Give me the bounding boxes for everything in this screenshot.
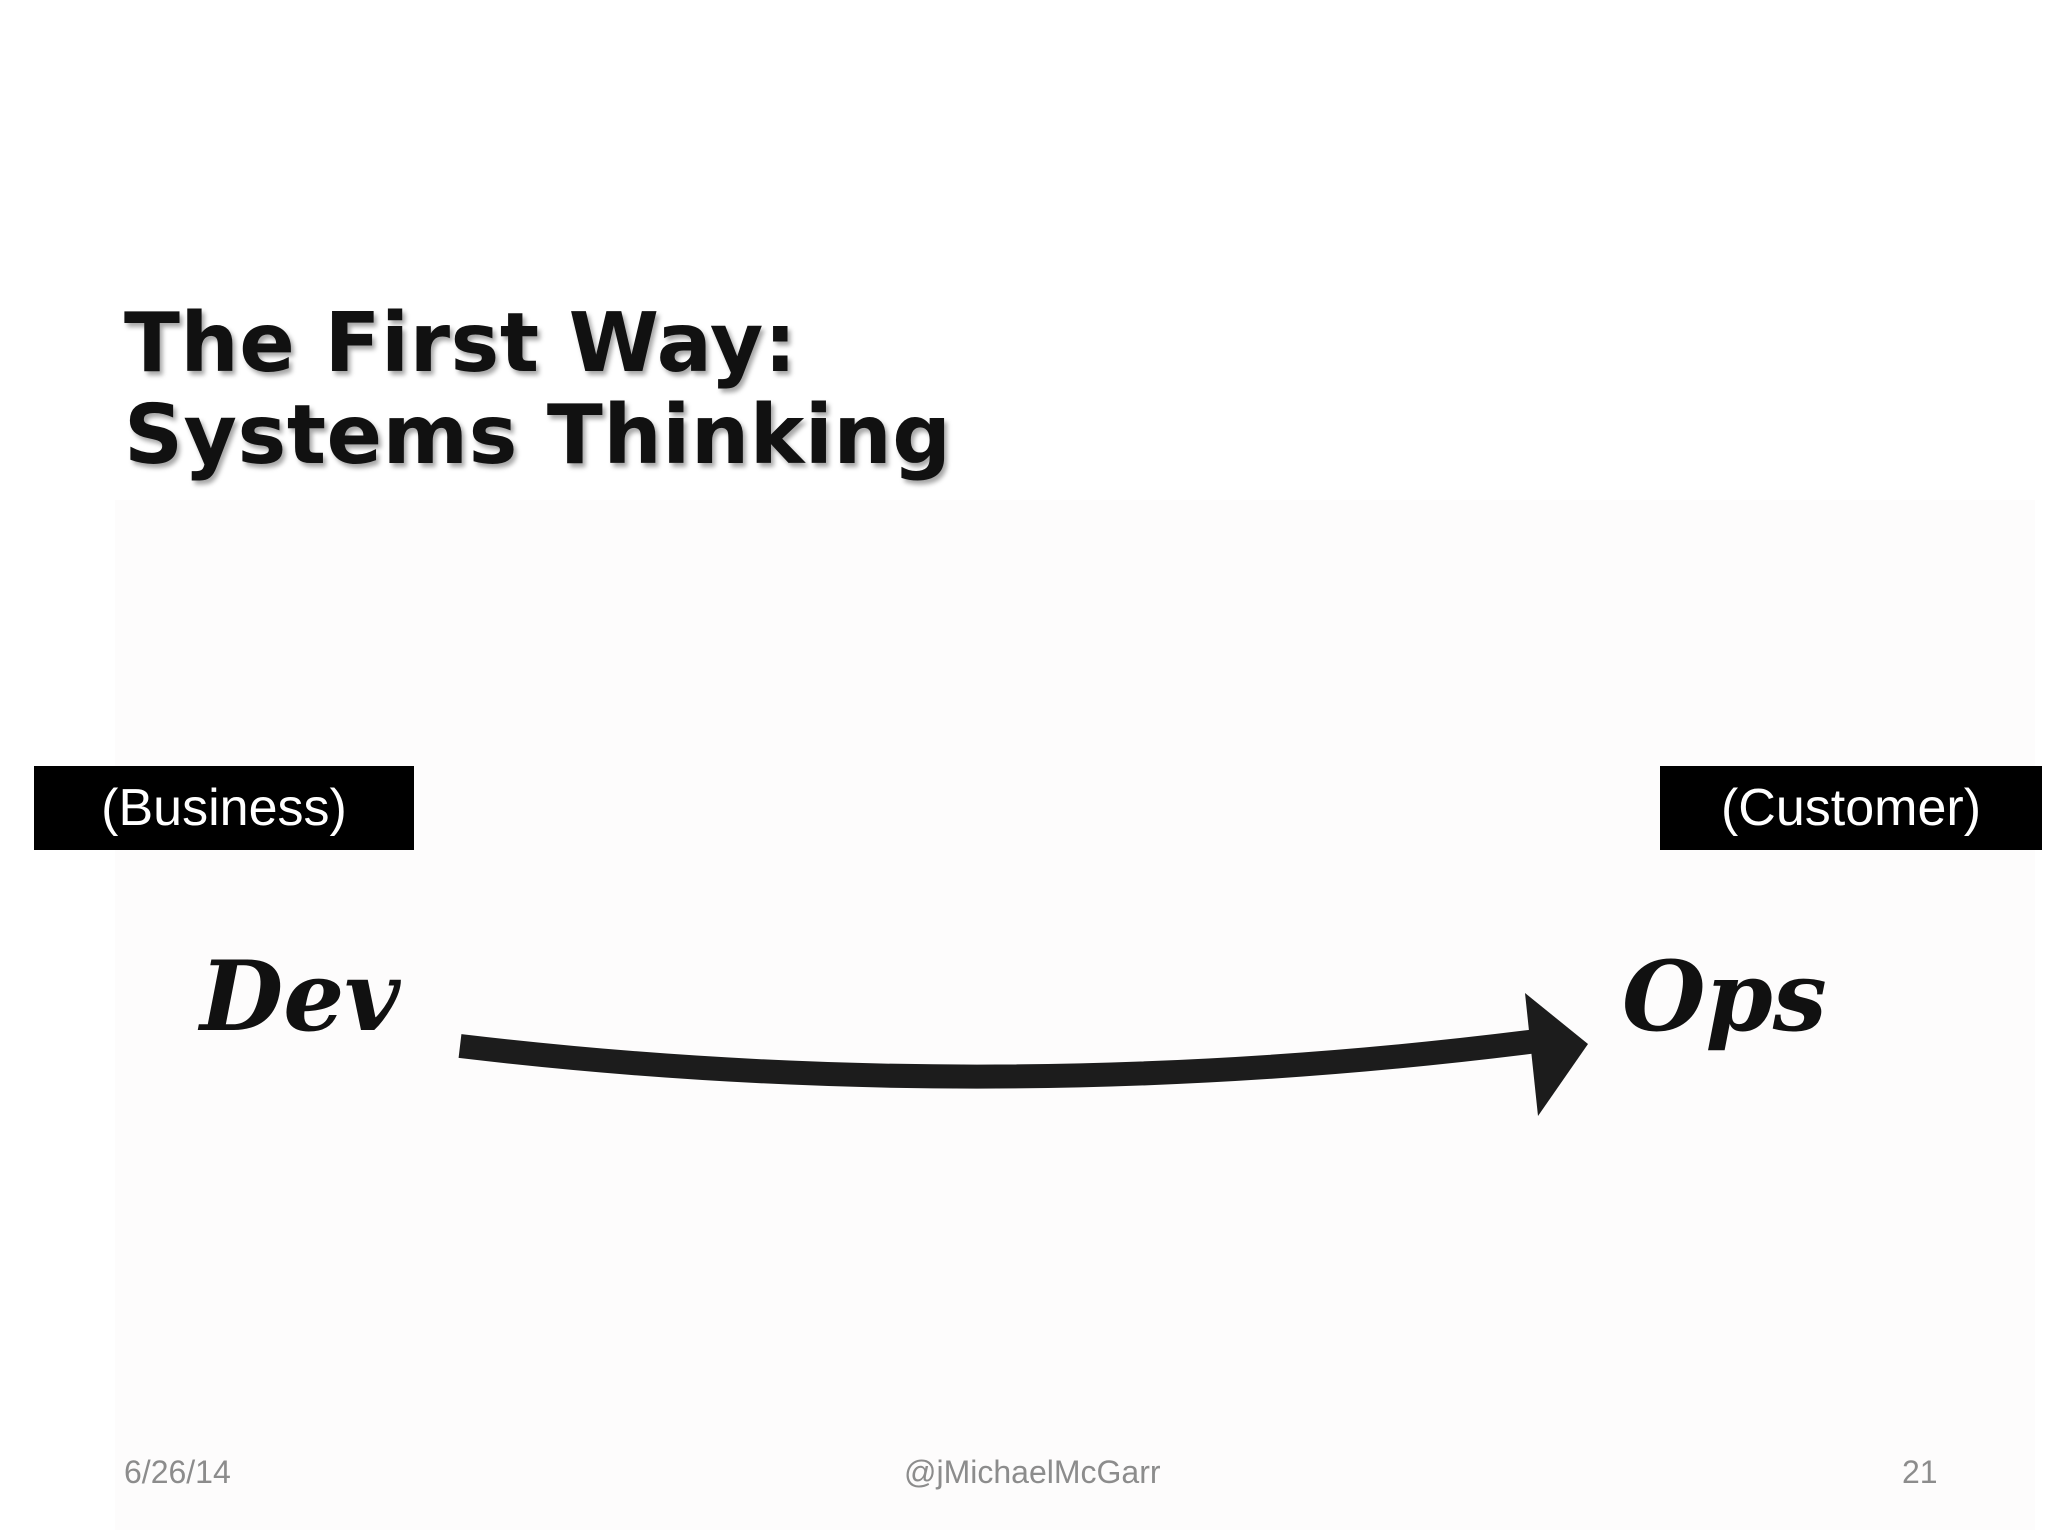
diagram-background (115, 500, 2035, 1530)
footer-date: 6/26/14 (124, 1454, 231, 1490)
flow-arrow-shaft (458, 1028, 1547, 1089)
dev-label: Dev (200, 940, 401, 1053)
footer-page-number: 21 (1902, 1454, 1938, 1490)
title-line-2: Systems Thinking (124, 388, 952, 483)
flow-arrow-head (1525, 993, 1588, 1116)
customer-tag: (Customer) (1660, 766, 2042, 850)
slide-title: The First Way: Systems Thinking (124, 298, 951, 482)
ops-label: Ops (1622, 940, 1827, 1053)
footer-handle: @jMichaelMcGarr (904, 1454, 1161, 1490)
title-line-1: The First Way: (124, 296, 798, 391)
business-tag: (Business) (34, 766, 414, 850)
